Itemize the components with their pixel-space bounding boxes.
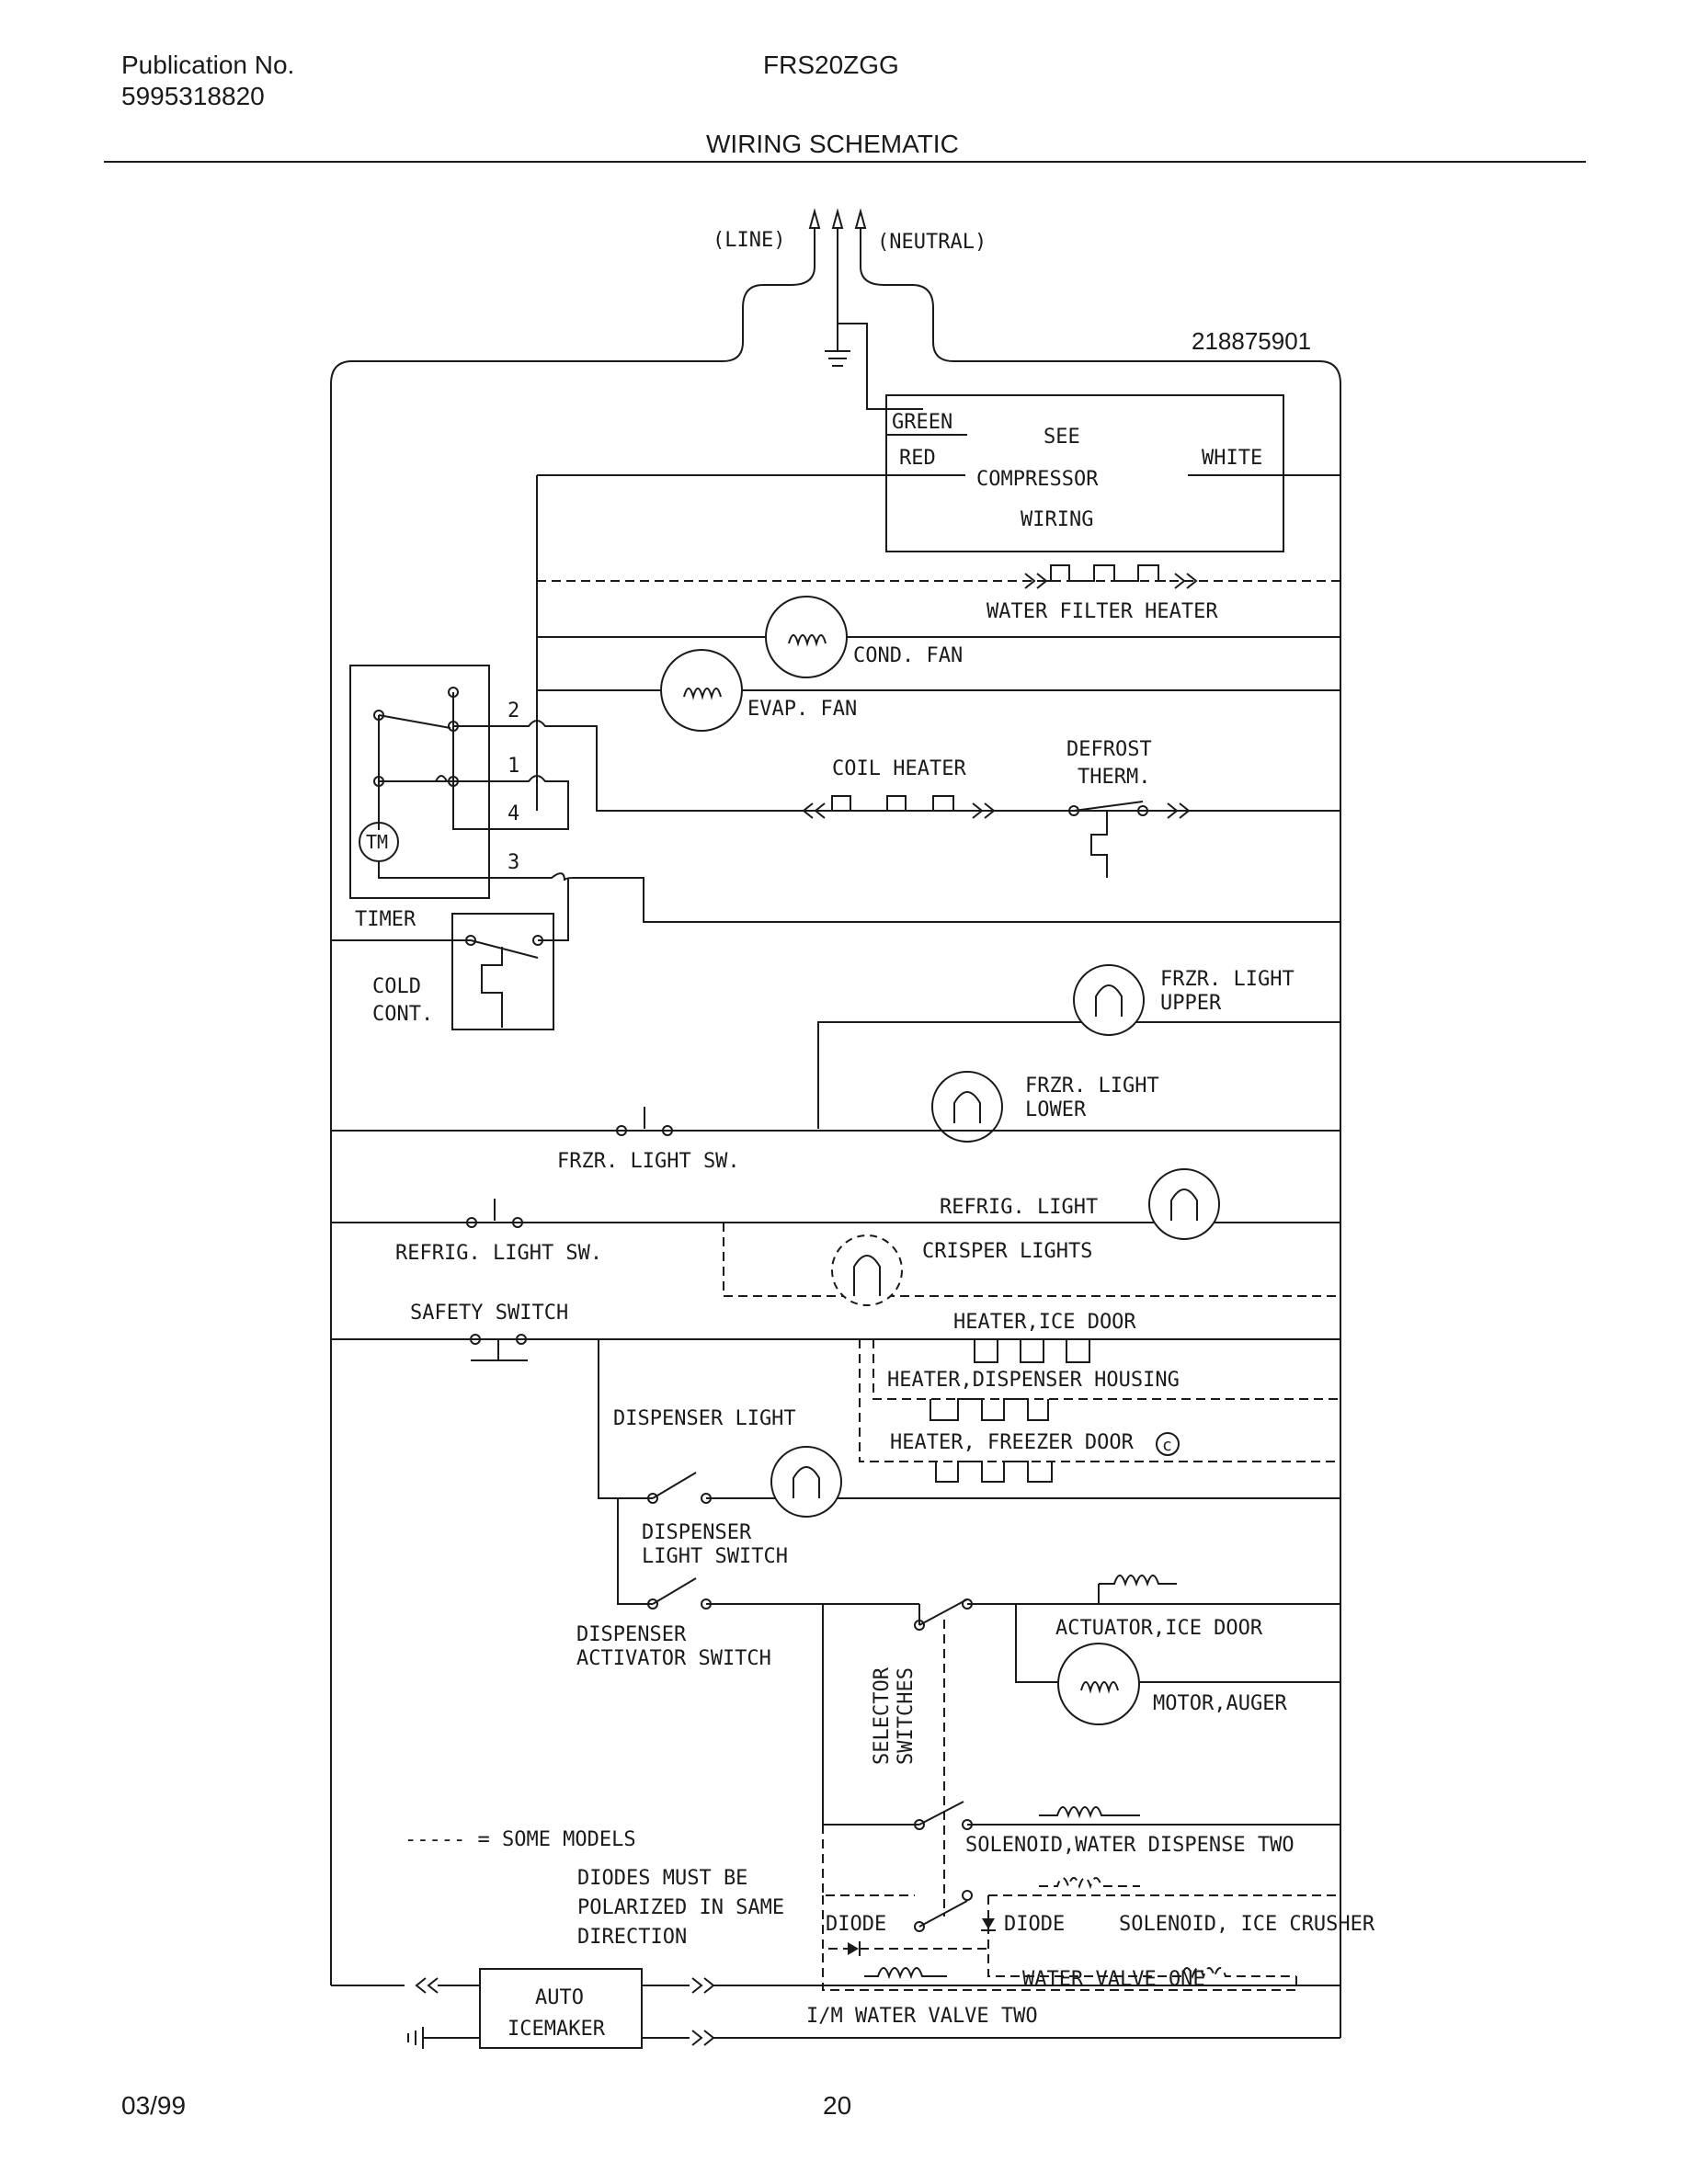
coil-heater: COIL HEATER [802, 757, 996, 819]
safety-switch-label: SAFETY SWITCH [410, 1302, 568, 1325]
copyright-mark: c [1162, 1436, 1172, 1455]
defrost-timer: TM 2 1 4 3 TIMER [349, 665, 1340, 931]
heater-dispenser-housing: HEATER,DISPENSER HOUSING [873, 1339, 1340, 1421]
some-models-label: ----- = SOME MODELS [405, 1828, 636, 1851]
timer-label: TIMER [355, 908, 416, 931]
compressor-white-label: WHITE [1202, 447, 1262, 470]
publication-number: 5995318820 [121, 82, 265, 110]
timer-motor-label: TM [366, 831, 388, 853]
evap-fan: EVAP. FAN [537, 649, 1340, 732]
water-valve-one: DIODE WATER VALVE ONE [822, 1895, 1297, 1991]
model-number: FRS20ZGG [763, 51, 899, 79]
timer-terminal-1: 1 [508, 755, 519, 778]
heater-ice-door: HEATER,ICE DOOR [953, 1311, 1136, 1363]
solenoid-water-two-label: SOLENOID,WATER DISPENSE TWO [965, 1834, 1295, 1857]
crisper-lights: CRISPER LIGHTS [723, 1223, 1340, 1306]
motor-auger: MOTOR,AUGER [1057, 1643, 1287, 1725]
diodes-note-2: POLARIZED IN SAME [577, 1896, 784, 1919]
selector-switches-label-2: SWITCHES [895, 1667, 918, 1765]
footer-page-number: 20 [823, 2091, 852, 2120]
dispenser-activator-label-1: DISPENSER [576, 1623, 687, 1646]
auto-icemaker-label-1: AUTO [535, 1986, 584, 2009]
evap-fan-label: EVAP. FAN [747, 698, 857, 721]
heater-freezer-door-label: HEATER, FREEZER DOOR [890, 1431, 1135, 1454]
refrig-light-label: REFRIG. LIGHT [940, 1196, 1098, 1219]
frzr-light-upper-label-1: FRZR. LIGHT [1160, 968, 1295, 991]
coil-heater-label: COIL HEATER [832, 757, 966, 780]
diodes-note-3: DIRECTION [577, 1926, 687, 1949]
defrost-therm-label-1: DEFROST [1066, 738, 1152, 761]
diode-left-label: DIODE [826, 1913, 886, 1936]
dispenser-light-switch-label-1: DISPENSER [642, 1521, 752, 1544]
ground-icon-2 [407, 2027, 424, 2049]
frzr-light-upper-label-2: UPPER [1160, 992, 1222, 1015]
actuator-ice-door-label: ACTUATOR,ICE DOOR [1055, 1617, 1263, 1640]
compressor-red-label: RED [899, 447, 936, 470]
water-filter-heater: WATER FILTER HEATER [537, 564, 1340, 623]
motor-auger-label: MOTOR,AUGER [1153, 1692, 1287, 1715]
cond-fan-label: COND. FAN [853, 644, 963, 667]
heater-ice-door-label: HEATER,ICE DOOR [953, 1311, 1136, 1334]
publication-label: Publication No. [121, 51, 295, 79]
compressor-see-label: SEE [1044, 426, 1080, 449]
heater-dispenser-housing-label: HEATER,DISPENSER HOUSING [887, 1369, 1180, 1392]
freezer-light-upper: FRZR. LIGHT UPPER [817, 964, 1340, 1129]
auto-icemaker-label-2: ICEMAKER [508, 2018, 606, 2041]
cold-cont-label-2: CONT. [372, 1003, 433, 1026]
safety-switch: SAFETY SWITCH [331, 1302, 1340, 1361]
line-label: (LINE) [713, 229, 785, 252]
heater-freezer-door: HEATER, FREEZER DOOR c [859, 1339, 1340, 1483]
cold-cont-label-1: COLD [372, 975, 421, 998]
power-input: (LINE) (NEUTRAL) 218875901 [330, 208, 1341, 2038]
frzr-light-lower-label-1: FRZR. LIGHT [1025, 1075, 1159, 1098]
timer-terminal-3: 3 [508, 851, 519, 874]
compressor-green-label: GREEN [892, 411, 952, 434]
part-number: 218875901 [1192, 327, 1311, 355]
dispenser-light: DISPENSER LIGHT DISPENSER LIGHT SWITCH [598, 1339, 1340, 1568]
selector-switches: SELECTOR SWITCHES [823, 1598, 1340, 1917]
compressor-wiring-label: WIRING [1021, 508, 1093, 531]
ice-crusher-solenoid: DIODE SOLENOID, ICE CRUSHER [822, 1825, 1375, 1980]
refrig-light-switch: REFRIG. LIGHT SW. [395, 1199, 602, 1265]
actuator-ice-door: ACTUATOR,ICE DOOR [1016, 1575, 1340, 1640]
solenoid-ice-crusher-label: SOLENOID, ICE CRUSHER [1119, 1913, 1375, 1936]
diode-right-label: DIODE [1004, 1913, 1065, 1936]
freezer-light-lower: FRZR. LIGHT LOWER [931, 1071, 1159, 1143]
timer-terminal-2: 2 [508, 700, 519, 722]
crisper-lights-label: CRISPER LIGHTS [922, 1240, 1092, 1263]
freezer-light-switch: FRZR. LIGHT SW. [331, 1107, 1340, 1173]
solenoid-water-dispense-two: SOLENOID,WATER DISPENSE TWO [823, 1801, 1340, 1857]
ground-icon [825, 324, 850, 367]
water-valve-one-label: WATER VALVE ONE [1022, 1968, 1205, 1991]
footer-date: 03/99 [121, 2091, 187, 2120]
cold-control: COLD CONT. [331, 878, 569, 1030]
diode-left-icon [848, 1942, 859, 1955]
compressor-label: COMPRESSOR [976, 468, 1099, 491]
diodes-note-1: DIODES MUST BE [577, 1867, 747, 1890]
refrig-light: REFRIG. LIGHT [331, 1168, 1340, 1240]
compressor-box: GREEN RED WHITE SEE COMPRESSOR WIRING [537, 394, 1340, 552]
dispenser-light-switch-label-2: LIGHT SWITCH [642, 1545, 788, 1568]
header-rule [104, 161, 1586, 163]
water-filter-heater-label: WATER FILTER HEATER [987, 600, 1218, 623]
im-water-valve-two-label: I/M WATER VALVE TWO [806, 2005, 1038, 2028]
frzr-light-lower-label-2: LOWER [1025, 1098, 1087, 1121]
page-title: WIRING SCHEMATIC [706, 130, 959, 158]
timer-terminal-4: 4 [508, 802, 519, 825]
dispenser-light-label: DISPENSER LIGHT [613, 1407, 796, 1430]
diode-right-icon [982, 1918, 995, 1929]
refrig-light-sw-label: REFRIG. LIGHT SW. [395, 1242, 602, 1265]
defrost-therm-label-2: THERM. [1078, 766, 1150, 789]
defrost-thermostat: DEFROST THERM. [1066, 738, 1191, 878]
selector-switches-label-1: SELECTOR [871, 1666, 894, 1765]
dispenser-activator-label-2: ACTIVATOR SWITCH [576, 1647, 771, 1670]
auto-icemaker: AUTO ICEMAKER I/M WATER VALVE TWO [331, 1968, 1340, 2049]
copyright-icon [1156, 1432, 1180, 1456]
frzr-light-sw-label: FRZR. LIGHT SW. [557, 1150, 740, 1173]
neutral-label: (NEUTRAL) [877, 231, 987, 254]
cond-fan: COND. FAN [537, 596, 1340, 678]
